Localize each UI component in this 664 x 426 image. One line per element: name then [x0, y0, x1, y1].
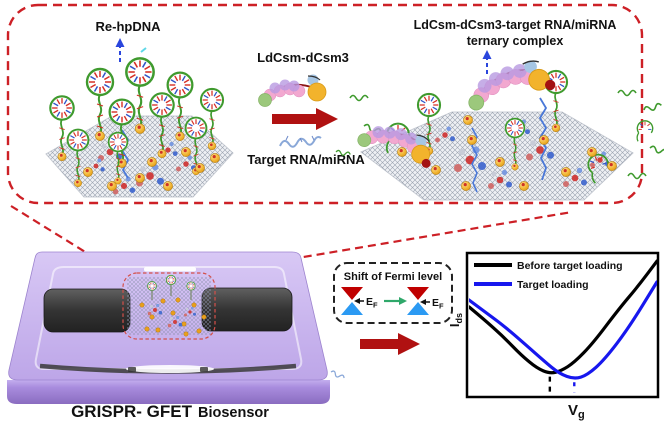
reaction-column: LdCsm-dCsm3 Target RNA/miRNA [247, 50, 365, 167]
source-electrode [43, 288, 131, 333]
curve-0 [469, 259, 657, 375]
chip-pad [200, 367, 208, 372]
fermi-title: Shift of Fermi level [344, 271, 442, 283]
ef-label-right: EF [432, 297, 444, 311]
y-axis-label: Ids [447, 313, 464, 327]
fermi-shift-arrowhead [399, 297, 407, 305]
protein-complex-icon [258, 74, 327, 107]
chip-front-face [7, 380, 330, 404]
fermi-level-box: Shift of Fermi level EF EF [333, 262, 453, 324]
ternary-label-line1: LdCsm-dCsm3-target RNA/miRNA [414, 18, 617, 32]
reaction-arrow-icon [272, 108, 338, 130]
chip-reflection [126, 365, 214, 373]
curve-1 [469, 280, 657, 380]
ef-pointer-icon [420, 299, 426, 305]
rna-squiggle-icon [279, 135, 322, 148]
ldcsm-label: LdCsm-dCsm3 [257, 50, 349, 65]
ef-pointer-icon [354, 298, 360, 304]
callout-line-right [213, 210, 573, 274]
ternary-label-line2: ternary complex [467, 34, 564, 48]
chip-groove [34, 266, 303, 370]
x-axis-label: Vg [568, 402, 585, 421]
re-hpdna-label: Re-hpDNA [96, 19, 162, 34]
ternary-panel: LdCsm-dCsm3-target RNA/miRNA ternary com… [335, 18, 664, 201]
chip-pad [128, 367, 136, 372]
re-hpdna-panel: Re-hpDNA [45, 19, 234, 198]
fluorophore-tick-icon [140, 47, 147, 53]
graphene-sheet-icon [46, 116, 233, 197]
legend-label-0: Before target loading [517, 260, 623, 272]
target-rna-label: Target RNA/miRNA [247, 152, 365, 167]
channel-probes [139, 274, 207, 337]
chip-highlight-bar [144, 267, 196, 272]
ef-label-left: EF [366, 296, 378, 310]
reaction-arrow-icon [360, 333, 420, 355]
transfer-curve-graph: Before target loading Target loading Ids… [447, 251, 660, 421]
channel-callout-outline [122, 272, 216, 340]
legend-label-1: Target loading [517, 279, 589, 291]
